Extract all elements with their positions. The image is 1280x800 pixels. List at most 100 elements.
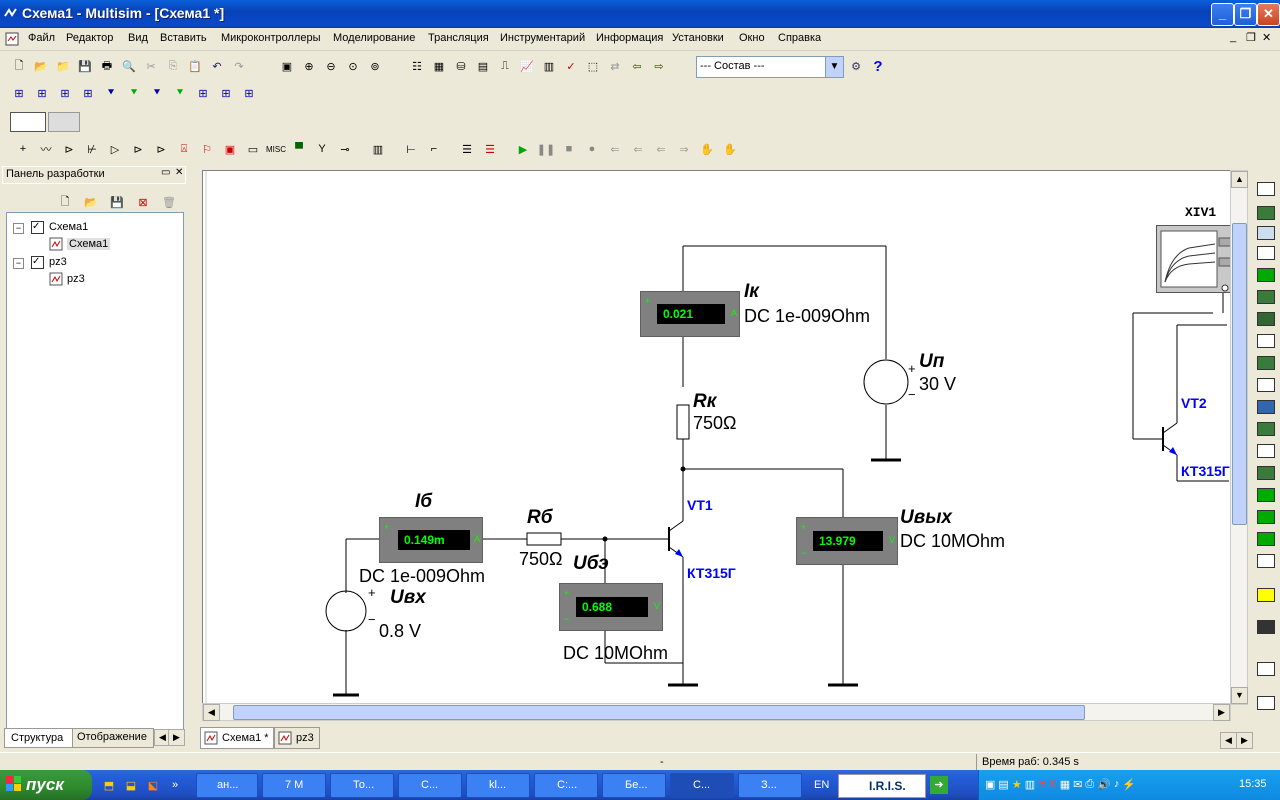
tree-collapse-icon[interactable]: −: [13, 223, 24, 234]
open-design-icon[interactable]: 📂: [84, 196, 98, 209]
frequency-counter-icon[interactable]: [1257, 312, 1275, 326]
place-icon-5[interactable]: ⊞: [198, 87, 208, 100]
step-icon-4[interactable]: ⇒: [679, 143, 689, 156]
diode-icon[interactable]: ⊳: [64, 143, 74, 156]
save-design-icon[interactable]: 💾: [110, 196, 124, 209]
wattmeter-icon[interactable]: [1257, 226, 1275, 240]
task-item-1[interactable]: ан...: [196, 773, 258, 798]
language-indicator[interactable]: EN: [814, 779, 830, 791]
place-icon-7[interactable]: ⊞: [244, 87, 254, 100]
hand-icon-1[interactable]: ✋: [700, 143, 714, 156]
tree-item-schema1-child[interactable]: Схема1: [67, 238, 111, 250]
task-item-5[interactable]: kl...: [466, 773, 530, 798]
breadboard-view-icon[interactable]: [48, 112, 80, 132]
close-button[interactable]: ✕: [1257, 3, 1280, 26]
checkbox-icon[interactable]: ✓: [31, 221, 44, 234]
maximize-button[interactable]: ❐: [1234, 3, 1257, 26]
source-icon[interactable]: +: [19, 143, 27, 155]
open-folder-icon[interactable]: 📂: [34, 60, 48, 73]
place-icon-1[interactable]: ⊞: [14, 87, 24, 100]
menu-transfer[interactable]: Трансляция: [428, 32, 489, 44]
probe-icon-2[interactable]: ⯆: [129, 86, 139, 99]
place-icon-2[interactable]: ⊞: [37, 87, 47, 100]
iv-analyzer-instrument[interactable]: [1156, 225, 1230, 293]
print-preview-icon[interactable]: 🔍: [122, 60, 136, 73]
new-design-icon[interactable]: 🗋: [60, 195, 70, 208]
checkbox-icon[interactable]: ✓: [31, 256, 44, 269]
spectrum-analyzer-icon[interactable]: [1257, 444, 1275, 458]
tab-structure[interactable]: Структура: [4, 728, 74, 748]
misc-digital-icon[interactable]: ▭: [247, 143, 259, 156]
print-icon[interactable]: 🖶: [101, 59, 113, 72]
step-icon-1[interactable]: ⇐: [610, 143, 620, 156]
pause-icon[interactable]: ❚❚: [536, 143, 556, 156]
misc-icon[interactable]: MISC: [266, 144, 286, 154]
ultiboard-icon[interactable]: ⚙: [851, 60, 861, 73]
task-item-2[interactable]: 7 M: [262, 773, 326, 798]
bode-plotter-icon[interactable]: [1257, 290, 1275, 304]
power-component-icon[interactable]: ▣: [224, 143, 236, 156]
oscilloscope-icon[interactable]: [1257, 246, 1275, 260]
scroll-down-icon[interactable]: ▼: [1231, 687, 1248, 704]
indicator-icon[interactable]: ⚐: [202, 143, 212, 156]
zoom-area-icon[interactable]: ⊙: [348, 60, 358, 73]
tray-icon-display[interactable]: ▦: [1059, 779, 1071, 791]
save-icon[interactable]: 💾: [78, 60, 92, 73]
tray-icon-antivirus[interactable]: K: [1049, 778, 1057, 790]
mdi-close-button[interactable]: ✕: [1262, 32, 1272, 44]
probe-icon-3[interactable]: ⯆: [152, 86, 162, 99]
step-icon-2[interactable]: ⇐: [633, 143, 643, 156]
tray-icon-printer[interactable]: ▤: [998, 779, 1009, 791]
current-probe-icon[interactable]: [1257, 662, 1275, 676]
menu-options[interactable]: Установки: [672, 32, 724, 44]
vertical-scrollbar[interactable]: ▲ ▼: [1230, 170, 1248, 705]
cmos-icon[interactable]: ⊳: [156, 143, 166, 156]
vertical-scroll-thumb[interactable]: [1232, 223, 1247, 525]
minimize-button[interactable]: _: [1211, 3, 1234, 26]
quick-launch-icon-1[interactable]: ⬒: [103, 779, 115, 792]
grapher-icon[interactable]: 📈: [520, 60, 534, 73]
logic-analyzer-icon[interactable]: [1257, 356, 1275, 370]
ttl-icon[interactable]: ⊳: [133, 143, 143, 156]
agilent-scope-icon[interactable]: [1257, 532, 1275, 546]
task-item-3[interactable]: То...: [330, 773, 394, 798]
erc-icon[interactable]: ✓: [566, 60, 576, 73]
open-sample-icon[interactable]: 📁: [56, 60, 70, 73]
help-icon[interactable]: ?: [873, 57, 883, 75]
clock[interactable]: 15:35: [1239, 778, 1267, 790]
menu-simulate[interactable]: Моделирование: [333, 32, 416, 44]
voltmeter-ube[interactable]: 0.688 + − V: [559, 583, 663, 631]
redo-icon[interactable]: ↷: [234, 60, 244, 73]
component-icon[interactable]: ▤: [477, 60, 489, 73]
scroll-right-icon[interactable]: ▶: [1213, 704, 1230, 721]
undo-icon[interactable]: ↶: [212, 60, 222, 73]
schematic-view-icon[interactable]: [10, 112, 46, 132]
in-use-list-select[interactable]: --- Состав --- ▼: [696, 56, 844, 78]
run-icon[interactable]: ▶: [518, 143, 528, 156]
menu-help[interactable]: Справка: [778, 32, 822, 44]
agilent-multimeter-icon[interactable]: [1257, 510, 1275, 524]
menu-mcu[interactable]: Микроконтроллеры: [221, 32, 321, 44]
paste-icon[interactable]: 📋: [188, 60, 202, 73]
hand-icon-2[interactable]: ✋: [723, 143, 737, 156]
forward-annotate-icon[interactable]: ⇨: [654, 60, 664, 73]
iv-analyzer-icon[interactable]: [1257, 400, 1275, 414]
copy-icon[interactable]: ⎘: [168, 59, 178, 72]
new-file-icon[interactable]: 🗋: [14, 59, 24, 72]
agilent-generator-icon[interactable]: [1257, 488, 1275, 502]
doc-tab-schema1[interactable]: Схема1 *: [200, 727, 274, 749]
mdi-minimize-button[interactable]: _: [1230, 31, 1237, 43]
tree-item-pz3[interactable]: pz3: [49, 256, 67, 268]
ammeter-ik[interactable]: 0.021 + A: [640, 291, 740, 337]
hierarchy-icon[interactable]: ☷: [412, 60, 422, 73]
word-generator-icon[interactable]: [1257, 334, 1275, 348]
tray-icon-monitor[interactable]: ▥: [1024, 779, 1036, 791]
menu-tools[interactable]: Инструментарий: [500, 32, 586, 44]
schematic-canvas[interactable]: 0.021 + A Iк DC 1e-009Ohm + − Uп 30 V Rк…: [202, 170, 1231, 705]
task-item-4[interactable]: С...: [398, 773, 462, 798]
distortion-analyzer-icon[interactable]: [1257, 422, 1275, 436]
start-button[interactable]: пуск: [0, 770, 92, 800]
doc-tabs-left-icon[interactable]: ◀: [1220, 732, 1237, 749]
mcu-icon[interactable]: ▥: [372, 143, 384, 156]
list-icon[interactable]: ☰: [485, 143, 495, 156]
